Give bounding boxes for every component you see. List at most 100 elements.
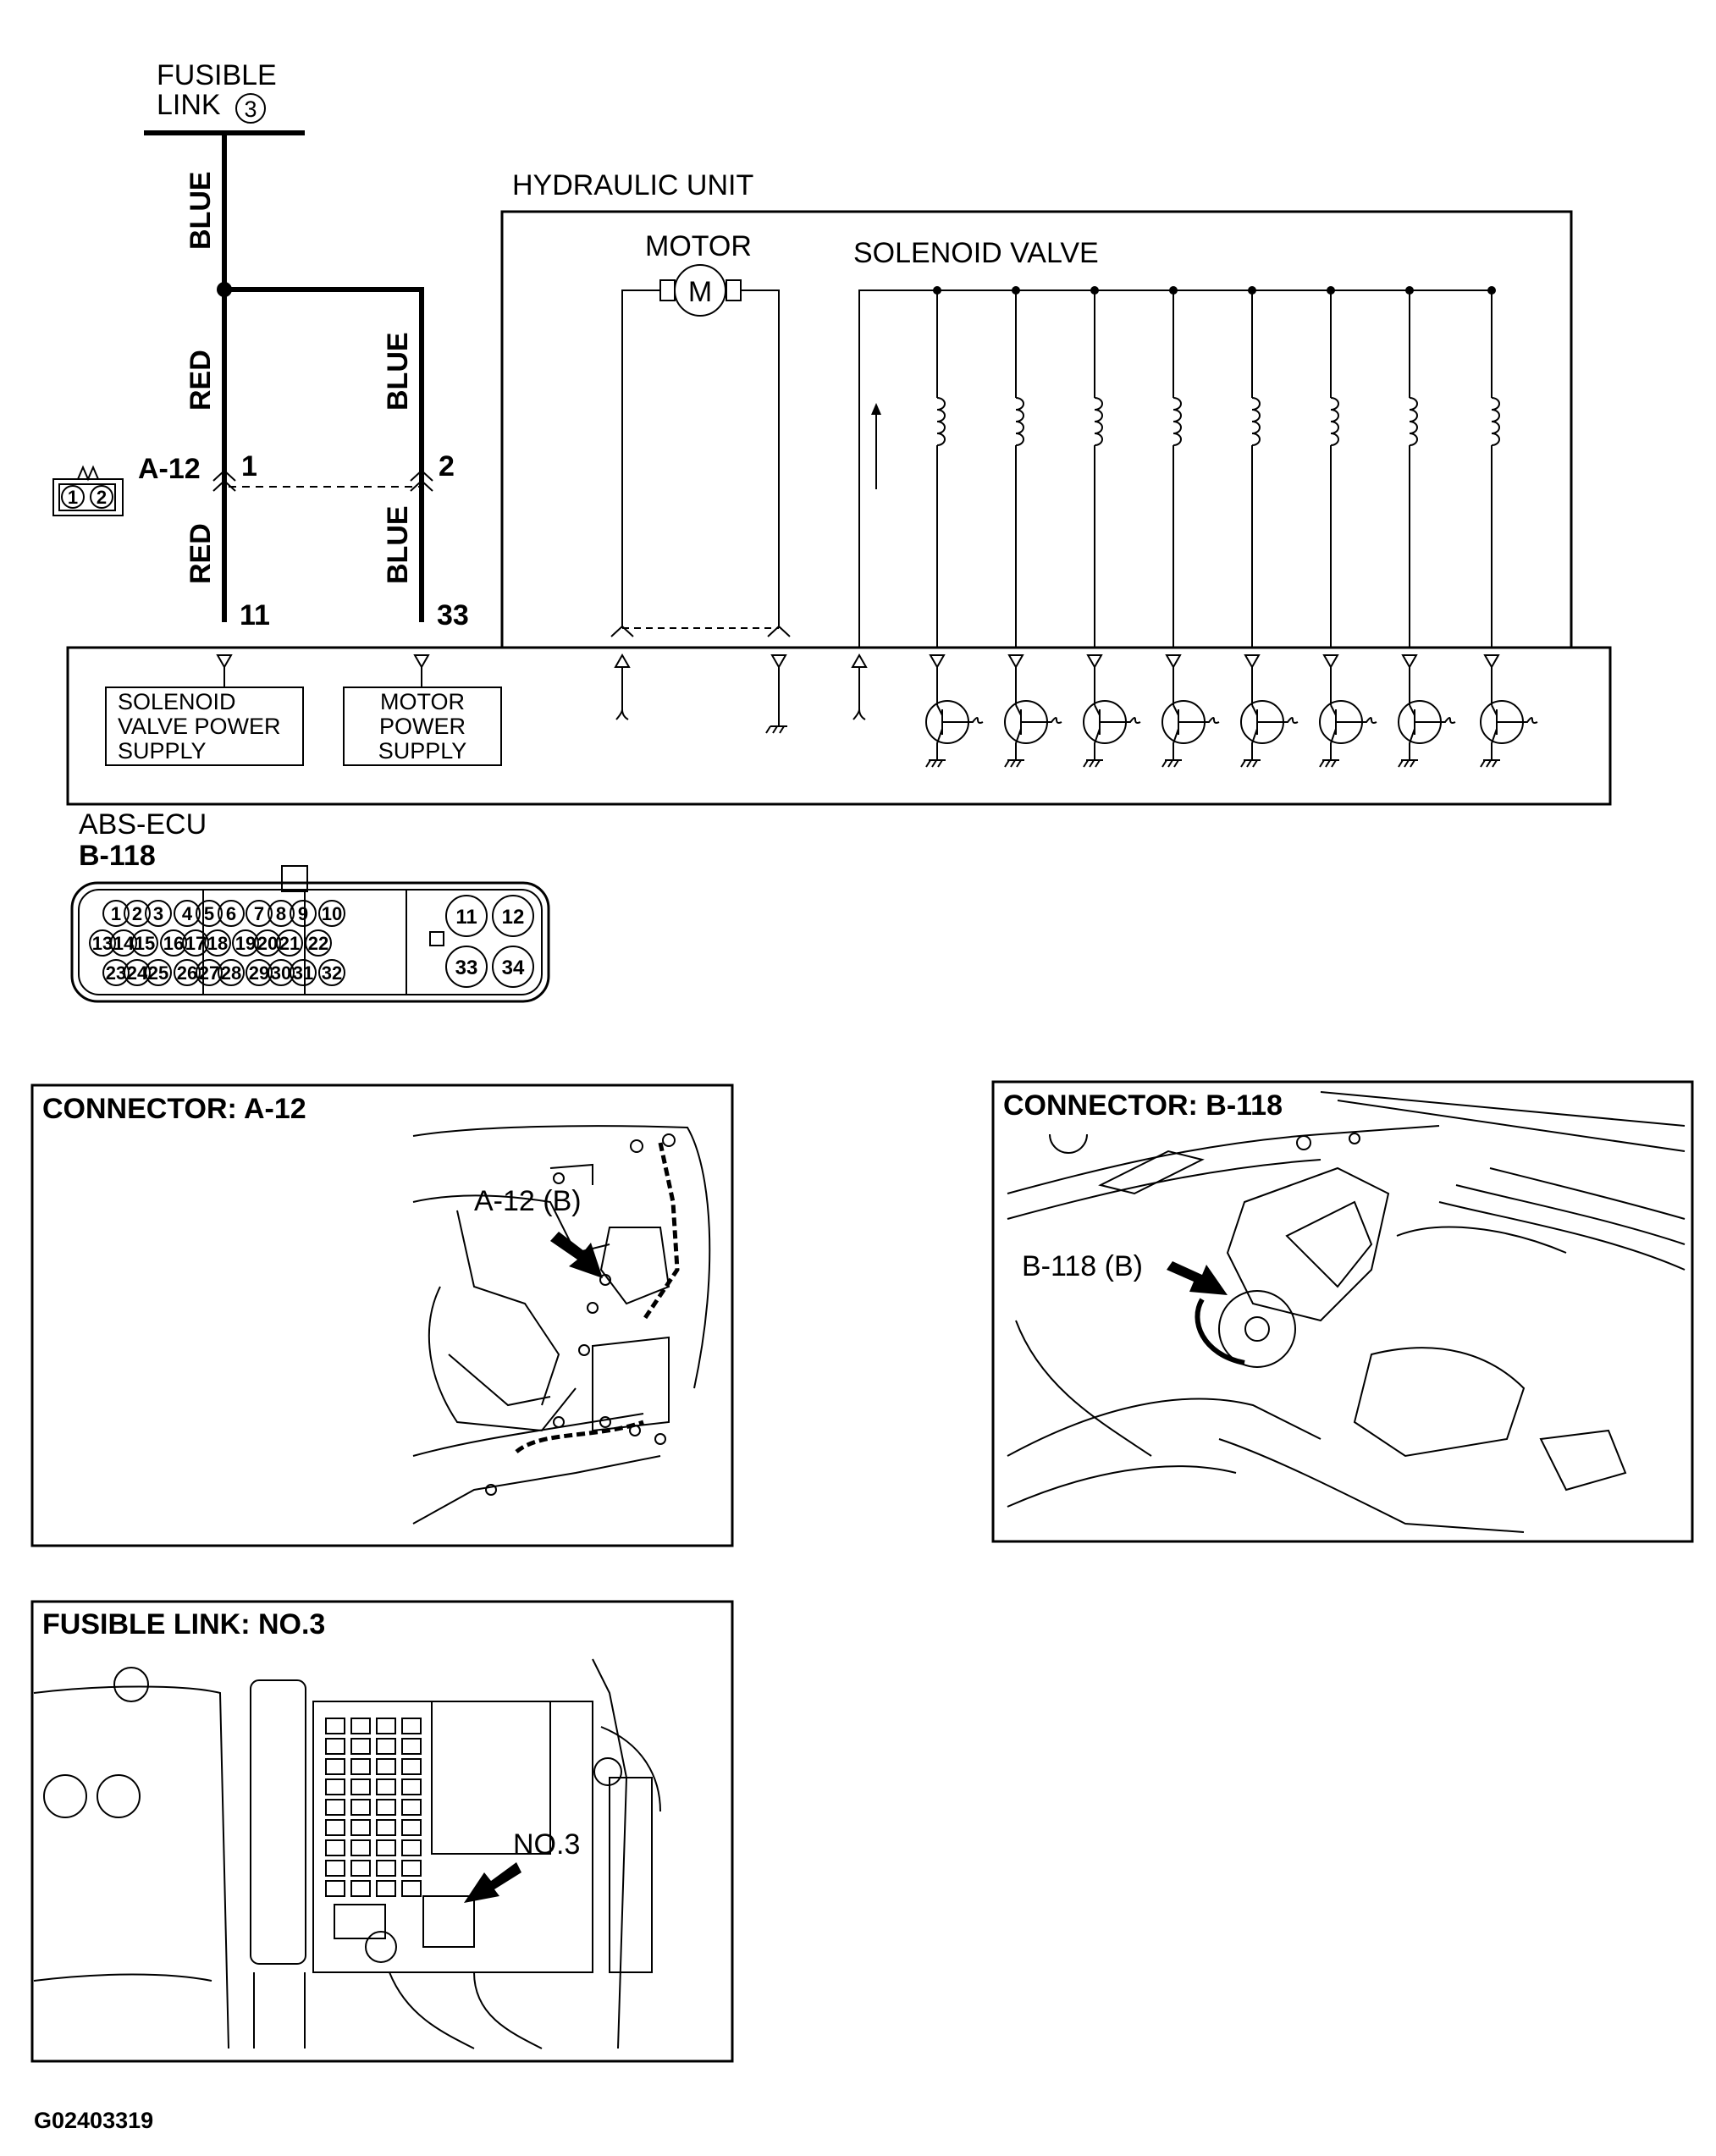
driver-transistor-6 [1319, 654, 1377, 768]
solenoid-coil-7 [1405, 286, 1418, 648]
b118-pin: 6 [218, 900, 245, 927]
b118-pin: 28 [218, 959, 245, 986]
svg-text:17: 17 [185, 933, 206, 954]
panel-b118-callout: B-118 (B) [1022, 1250, 1143, 1282]
b118-pin-large: 12 [492, 895, 534, 937]
svg-text:30: 30 [271, 962, 291, 984]
b118-pin: 30 [268, 959, 295, 986]
solenoid-coil-1 [933, 286, 946, 648]
solenoid-coil-3 [1090, 286, 1103, 648]
svg-text:21: 21 [279, 933, 300, 954]
abs-ecu: SOLENOID VALVE POWER SUPPLY MOTOR POWER … [66, 646, 1612, 872]
a12-icon-pin-1: 1 [68, 487, 78, 508]
b118-pin-large: 33 [445, 946, 488, 988]
b118-pin: 19 [232, 929, 259, 957]
a12-locator-arrow [550, 1232, 603, 1278]
b118-pin: 32 [318, 959, 345, 986]
b118-pin: 1 [102, 900, 130, 927]
svg-text:23: 23 [106, 962, 126, 984]
svg-text:29: 29 [249, 962, 269, 984]
fusible-link-title-2: LINK [157, 89, 221, 121]
box2-line1: MOTOR [380, 689, 465, 714]
b118-pin: 4 [174, 900, 201, 927]
b118-pin: 29 [246, 959, 273, 986]
panel-connector-b118: CONNECTOR: B-118 B-118 (B) [991, 1080, 1694, 1543]
abs-ecu-outline [66, 646, 1612, 806]
motor-label: MOTOR [645, 230, 752, 262]
b118-pin: 5 [196, 900, 223, 927]
b118-pin: 17 [182, 929, 209, 957]
b118-pin: 27 [196, 959, 223, 986]
wires: BLUE RED BLUE RED BLUE [185, 133, 424, 622]
wire-label-blue-upper: BLUE [382, 332, 414, 411]
hydraulic-unit-outline [500, 210, 1573, 648]
hydraulic-unit: HYDRAULIC UNIT MOTOR M SOLENOID VALVE [500, 169, 1573, 648]
b118-pin: 13 [89, 929, 116, 957]
a12-harness-dashed-2 [641, 1142, 680, 1322]
driver-transistor-1 [925, 654, 984, 768]
panel-connector-a12: CONNECTOR: A-12 A-12 (B) [30, 1084, 734, 1547]
driver-transistor-3 [1083, 654, 1141, 768]
box1-line1: SOLENOID [118, 689, 236, 714]
b118-pin: 10 [318, 900, 345, 927]
box1-line3: SUPPLY [118, 738, 207, 764]
motor-symbol-letter: M [688, 276, 712, 308]
svg-text:27: 27 [199, 962, 219, 984]
a12-icon-pin-2: 2 [97, 487, 107, 508]
b118-pin: 14 [110, 929, 137, 957]
wire-label-red-lower: RED [185, 523, 217, 584]
connector-a12-icon: 1 2 [52, 465, 124, 516]
b118-pin: 21 [276, 929, 303, 957]
panel-fusible-link: FUSIBLE LINK: NO.3 NO.3 [30, 1600, 734, 2063]
b118-pin: 15 [131, 929, 158, 957]
solenoid-coil-5 [1248, 286, 1261, 648]
solenoid-valve-power-supply-box: SOLENOID VALVE POWER SUPPLY [105, 687, 304, 766]
svg-text:32: 32 [322, 962, 342, 984]
svg-text:1: 1 [111, 903, 121, 924]
a12-harness-dashed [515, 1420, 644, 1453]
svg-text:20: 20 [257, 933, 278, 954]
svg-text:13: 13 [92, 933, 113, 954]
svg-text:15: 15 [135, 933, 155, 954]
fusible-link-number-circle [235, 93, 266, 124]
svg-text:28: 28 [221, 962, 241, 984]
fusible-link-title: FUSIBLE [157, 59, 277, 91]
b118-pin: 20 [254, 929, 281, 957]
a12-pin-2: 2 [439, 450, 455, 482]
svg-text:10: 10 [322, 903, 342, 924]
solenoid-common-line [858, 289, 1492, 648]
svg-text:18: 18 [207, 933, 228, 954]
b118-pin: 9 [290, 900, 317, 927]
figure-code: G02403319 [34, 2108, 153, 2133]
svg-text:9: 9 [298, 903, 308, 924]
box2-line2: POWER [379, 714, 466, 739]
b118-pin: 2 [124, 900, 151, 927]
hydraulic-unit-title: HYDRAULIC UNIT [512, 169, 753, 201]
solenoid-valve-label: SOLENOID VALVE [853, 237, 1099, 269]
svg-text:12: 12 [502, 906, 525, 929]
b118-pin: 24 [124, 959, 151, 986]
b118-pin: 23 [102, 959, 130, 986]
panel-a12-title: CONNECTOR: A-12 [42, 1093, 306, 1125]
box2-line3: SUPPLY [378, 738, 467, 764]
ecu-pin-11: 11 [240, 599, 270, 631]
svg-text:3: 3 [153, 903, 163, 924]
ecu-pin-33: 33 [437, 599, 469, 631]
driver-transistor-2 [1004, 654, 1062, 768]
junction-dot [217, 282, 232, 297]
solenoid-coil-2 [1012, 286, 1024, 648]
b118-harness [1195, 1298, 1245, 1365]
wire-label-blue-lower: BLUE [382, 505, 414, 584]
svg-text:19: 19 [235, 933, 256, 954]
a12-mating-marks [212, 469, 433, 492]
driver-transistor-5 [1240, 654, 1299, 768]
svg-text:5: 5 [204, 903, 214, 924]
ecu-connector-name: B-118 [79, 840, 156, 872]
b118-pin-large: 11 [445, 895, 488, 937]
driver-transistor-4 [1161, 654, 1220, 768]
current-arrow-head [871, 403, 881, 415]
a12-engine-illustration [412, 1125, 711, 1525]
b118-pin: 18 [204, 929, 231, 957]
svg-text:6: 6 [226, 903, 236, 924]
svg-text:2: 2 [132, 903, 142, 924]
